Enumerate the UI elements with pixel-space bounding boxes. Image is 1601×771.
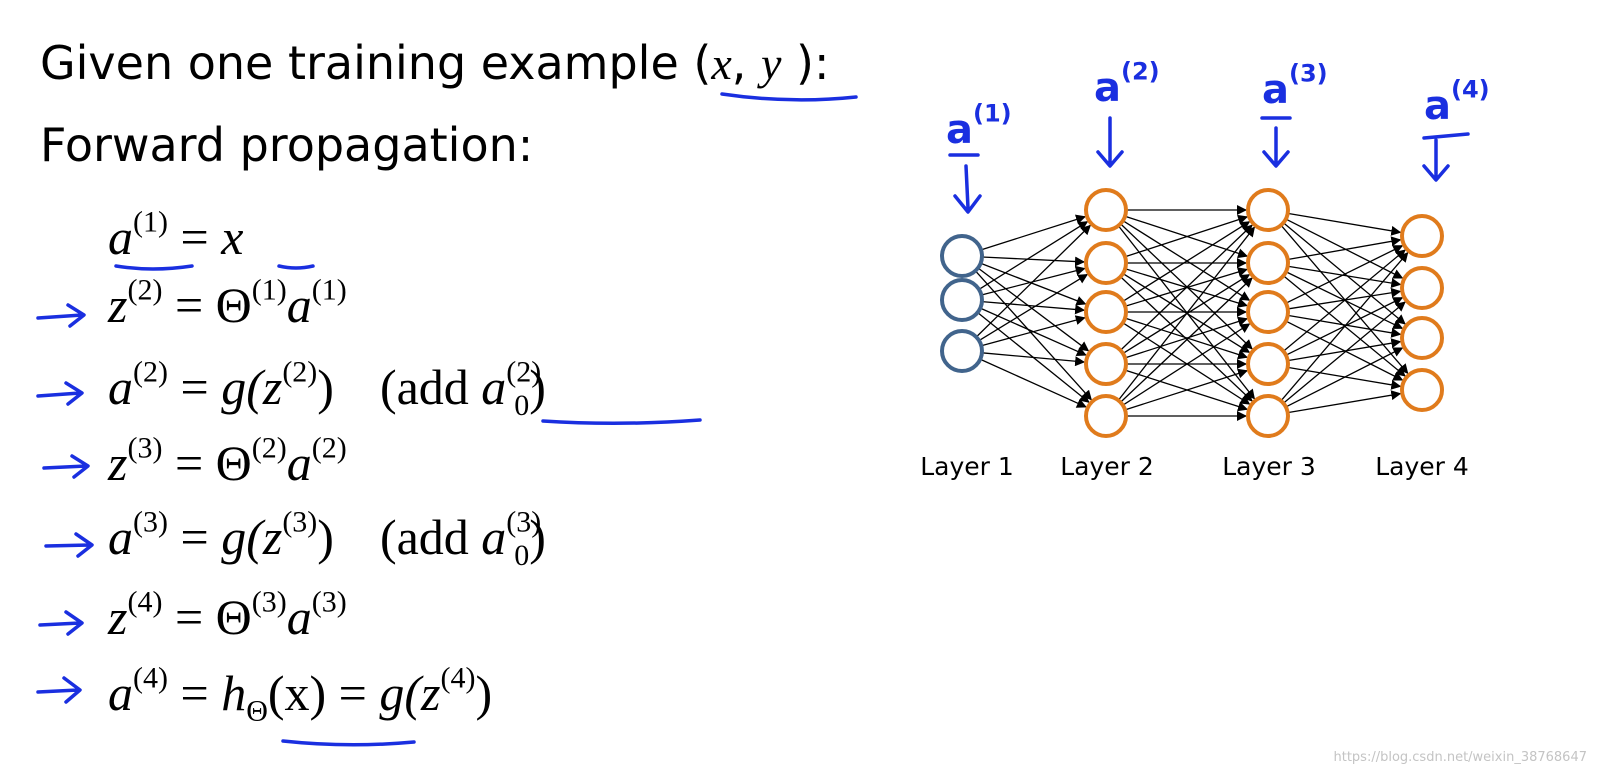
- note-add-bias-3: (add a(3)0): [379, 505, 546, 572]
- layer-3-label: Layer 3: [1222, 452, 1316, 481]
- connection-edge: [1122, 273, 1251, 353]
- connection-edge: [1120, 223, 1253, 350]
- connection-edge: [1287, 314, 1402, 338]
- underline-h-theta: [281, 739, 416, 747]
- heading-var-y: y: [761, 38, 782, 89]
- connection-edge: [1120, 224, 1253, 351]
- arrow-icon: [36, 303, 86, 328]
- connection-edge: [1287, 265, 1402, 288]
- layer-3-unit-2: [1246, 241, 1290, 285]
- connection-edge: [978, 273, 1089, 342]
- layer-1-unit-1: [940, 234, 984, 278]
- arrow-icon: [36, 676, 82, 704]
- layer-2-unit-4: [1084, 342, 1128, 386]
- heading-training-example: Given one training example (x, y ):: [40, 36, 830, 90]
- connection-edge: [975, 224, 1091, 338]
- layer-2-unit-2: [1084, 241, 1128, 285]
- connection-edge: [1122, 221, 1251, 302]
- layer-2-unit-3: [1084, 290, 1128, 334]
- connection-edge: [1117, 226, 1256, 401]
- layer-4-unit-4: [1400, 368, 1444, 412]
- equation-1: a(1) = x: [108, 205, 244, 265]
- equation-7: a(4) = hΘ(x) = g(z(4)): [108, 661, 493, 728]
- connection-edge: [1287, 390, 1402, 414]
- layer-3-unit-5: [1246, 394, 1290, 438]
- note-add-bias-2: (add a(2)0): [379, 355, 546, 422]
- connection-edge: [1122, 323, 1251, 406]
- equation-5: a(3) = g(z(3))(add a(3)0): [108, 505, 546, 572]
- layer-1-unit-2: [940, 278, 984, 322]
- annotation-arrow-icon: [1422, 132, 1470, 182]
- connection-edge: [1124, 368, 1249, 411]
- annotation-arrow-icon: [948, 153, 982, 214]
- connection-edge: [1124, 316, 1249, 359]
- connection-edge: [977, 267, 1090, 352]
- equation-2: z(2) = Θ(1)a(1): [108, 273, 347, 333]
- equation-6: z(4) = Θ(3)a(3): [108, 585, 347, 645]
- annotation-arrow-icon: [1096, 116, 1124, 168]
- layer-3-unit-3: [1246, 290, 1290, 334]
- annotation-arrow-icon: [1260, 116, 1292, 168]
- underline-xy: [720, 92, 858, 102]
- equation-4: z(3) = Θ(2)a(2): [108, 431, 347, 491]
- layer-2-annotation: a(2): [1094, 57, 1160, 111]
- layer-2-unit-5: [1084, 394, 1128, 438]
- arrow-icon: [38, 610, 84, 636]
- connection-edge: [1280, 224, 1409, 375]
- connection-edge: [1282, 301, 1406, 404]
- connection-edge: [981, 301, 1086, 315]
- connection-edge: [1124, 214, 1249, 258]
- connection-edge: [981, 352, 1086, 367]
- connection-edge: [1287, 236, 1402, 261]
- arrow-icon: [44, 532, 94, 558]
- connection-edge: [1285, 347, 1404, 408]
- layer-4-label: Layer 4: [1375, 452, 1469, 481]
- layer-4-unit-1: [1400, 214, 1444, 258]
- arrow-icon: [42, 454, 90, 479]
- connection-edge: [974, 270, 1092, 401]
- underline-x: [277, 264, 315, 270]
- connection-edge: [1287, 338, 1402, 362]
- layer-4-unit-3: [1400, 316, 1444, 360]
- connection-edge: [981, 315, 1086, 347]
- layer-3-unit-1: [1246, 188, 1290, 232]
- layer-1-annotation: a(1): [946, 99, 1012, 153]
- layer-3-unit-4: [1246, 342, 1290, 386]
- equation-3: a(2) = g(z(2))(add a(2)0): [108, 355, 546, 422]
- layer-2-label: Layer 2: [1060, 452, 1154, 481]
- watermark: https://blog.csdn.net/weixin_38768647: [1333, 750, 1587, 765]
- layer-4-annotation: a(4): [1424, 75, 1490, 129]
- arrow-icon: [36, 381, 84, 406]
- layer-1-unit-3: [940, 329, 984, 373]
- layer-4-unit-2: [1400, 266, 1444, 310]
- connection-edge: [1120, 277, 1253, 403]
- heading-var-x: x: [711, 38, 732, 89]
- layer-1-label: Layer 1: [920, 452, 1014, 481]
- connection-edge: [980, 262, 1087, 306]
- underline-add-a02: [541, 418, 702, 426]
- connection-edge: [980, 214, 1086, 251]
- underline-a1: [114, 264, 194, 271]
- heading-forward-propagation: Forward propagation:: [40, 118, 534, 172]
- connection-edge: [981, 256, 1086, 267]
- connection-edge: [1285, 245, 1404, 304]
- connection-edge: [978, 221, 1089, 290]
- connection-edge: [1287, 212, 1402, 236]
- layer-2-unit-1: [1084, 188, 1128, 232]
- connection-edge: [1280, 251, 1409, 402]
- connection-edge: [1282, 222, 1406, 325]
- layer-3-annotation: a(3): [1262, 59, 1328, 113]
- connection-edge: [979, 358, 1087, 408]
- connection-edge: [1282, 249, 1406, 352]
